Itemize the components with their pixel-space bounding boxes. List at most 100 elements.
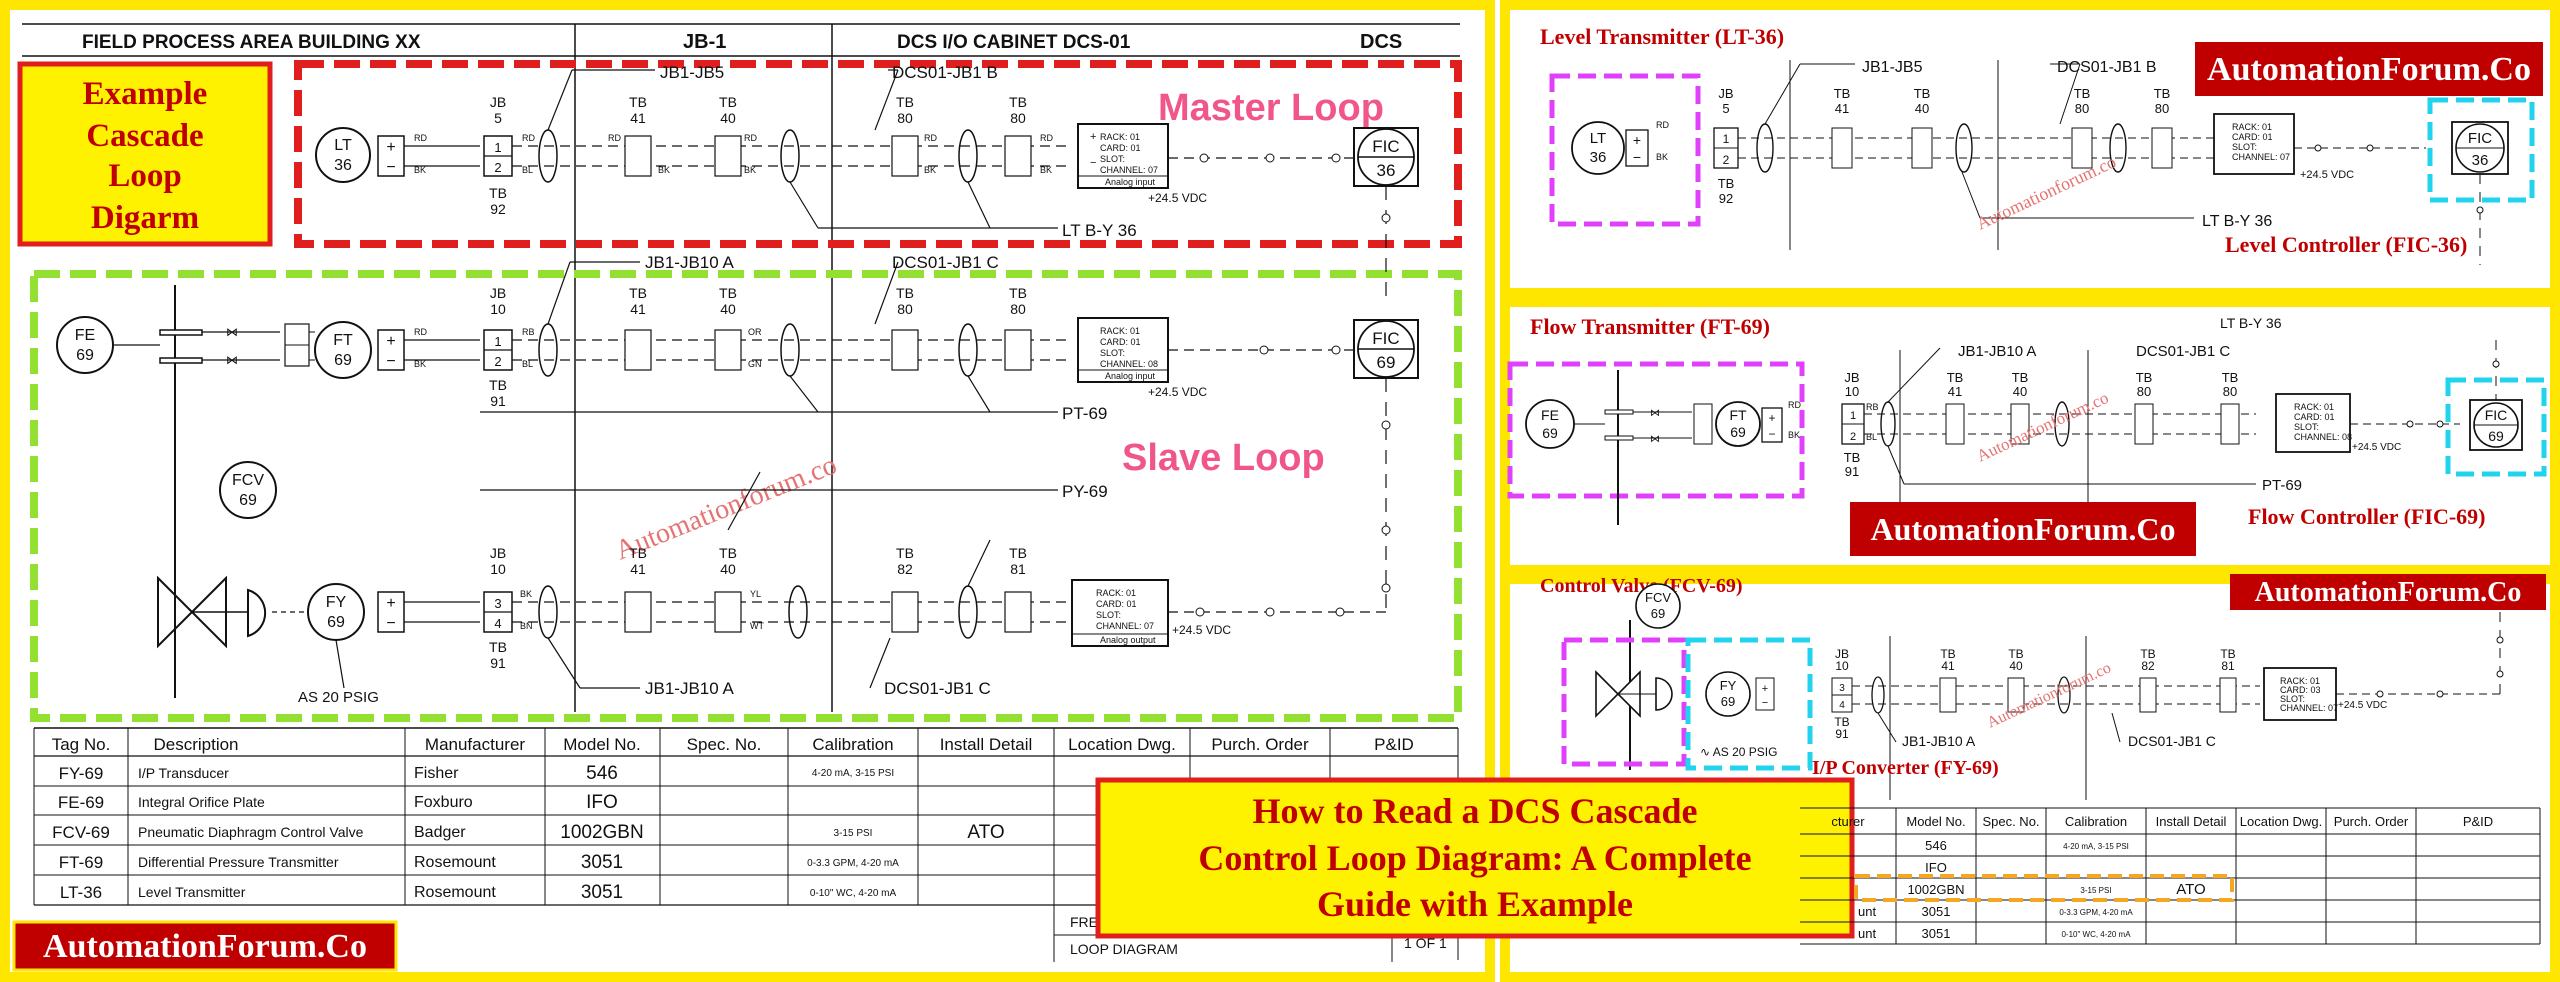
svg-text:2: 2 [1723, 153, 1730, 167]
ft-tag: FT [333, 332, 353, 349]
svg-text:BN: BN [520, 621, 533, 631]
th-mfr: Manufacturer [425, 735, 525, 754]
title-line-2: Control Loop Diagram: A Complete [1198, 838, 1751, 878]
svg-text:69: 69 [2488, 428, 2504, 444]
panel3-brand: AutomationForum.Co [2255, 577, 2522, 608]
svg-text:RACK: 01: RACK: 01 [2232, 122, 2272, 132]
svg-text:TB: TB [1947, 370, 1964, 385]
flow-jb-ref: JB1-JB10 A [645, 253, 734, 272]
svg-text:JB: JB [1835, 647, 1849, 661]
svg-text:CARD: 01: CARD: 01 [2294, 412, 2335, 422]
svg-text:TB: TB [1834, 86, 1851, 101]
table-cell: FE-69 [58, 793, 104, 812]
svg-text:TB: TB [1844, 450, 1861, 465]
p3-cell: 546 [1925, 838, 1947, 853]
svg-text:10: 10 [1845, 384, 1859, 399]
vtb40-num: 40 [720, 561, 736, 577]
valve-vdc: +24.5 VDC [1172, 623, 1231, 637]
panel2-brand-badge [1850, 502, 2196, 556]
svg-text:JB1-JB5: JB1-JB5 [1862, 59, 1923, 76]
table-cell: Pneumatic Diaphragm Control Valve [138, 824, 364, 840]
master-loop-box [294, 60, 1462, 248]
svg-text:∿ AS 20 PSIG: ∿ AS 20 PSIG [1700, 745, 1777, 759]
svg-text:CARD: 01: CARD: 01 [2232, 132, 2273, 142]
svg-text:RB: RB [1866, 402, 1879, 412]
svg-text:Automationforum.co: Automationforum.co [1985, 659, 2114, 731]
vtb-label: TB [489, 639, 507, 655]
flow-tb41-label: TB [629, 285, 647, 301]
lt-tag: LT [334, 137, 352, 154]
frack-2: CARD: 01 [1100, 337, 1141, 347]
frack-1: RACK: 01 [1100, 326, 1140, 336]
frack-4: CHANNEL: 08 [1100, 359, 1158, 369]
svg-text:−: − [386, 353, 395, 370]
fy-highlight [1685, 637, 1813, 771]
p3-th: Calibration [2065, 814, 2127, 829]
svg-text:1: 1 [494, 140, 501, 155]
svg-text:FIC: FIC [2468, 130, 2492, 147]
table-cell: Integral Orifice Plate [138, 794, 265, 810]
ft-69-bubble [314, 321, 372, 379]
vrack-1: RACK: 01 [1096, 588, 1136, 598]
svg-text:40: 40 [2009, 659, 2023, 673]
svg-text:FY: FY [1720, 678, 1737, 693]
svg-text:SLOT:: SLOT: [2280, 694, 2305, 704]
svg-text:Automationforum.co: Automationforum.co [1973, 151, 2119, 233]
svg-text:+: + [386, 333, 395, 350]
svg-text:1: 1 [1850, 410, 1856, 422]
th-cal: Calibration [812, 735, 893, 754]
svg-text:TB: TB [2140, 647, 2155, 661]
panel3-label: Control Valve (FCV-69) [1540, 575, 1743, 597]
table-cell: 3051 [581, 852, 623, 873]
svg-text:CHANNEL: 07: CHANNEL: 07 [2280, 703, 2338, 713]
p3-cell: ATO [2176, 881, 2205, 898]
example-line-1: Example [83, 76, 208, 112]
svg-text:FE: FE [1541, 407, 1559, 423]
lt-36-bubble [315, 127, 371, 183]
frack-5: Analog input [1105, 371, 1156, 381]
panel3-converter: I/P Converter (FY-69) [1812, 757, 1999, 779]
tb80a-label: TB [896, 94, 914, 110]
fe-num: 69 [76, 347, 94, 364]
panel-level-transmitter: Level Transmitter (LT-36) AutomationForu… [1540, 24, 2543, 265]
th-desc: Description [153, 735, 238, 754]
p3-cell: 4-20 mA, 3-15 PSI [2063, 842, 2129, 851]
svg-text:40: 40 [2013, 384, 2027, 399]
svg-text:69: 69 [1730, 424, 1746, 440]
svg-text:+: + [1768, 411, 1775, 425]
svg-text:BK: BK [1656, 152, 1668, 162]
table-cell: 3-15 PSI [834, 828, 873, 839]
svg-text:LT B-Y 36: LT B-Y 36 [2202, 213, 2272, 230]
svg-text:BK: BK [924, 165, 936, 175]
svg-text:CHANNEL: 07: CHANNEL: 07 [2232, 152, 2290, 162]
th-install: Install Detail [940, 735, 1033, 754]
brand-badge [12, 920, 398, 972]
svg-text:80: 80 [2223, 384, 2237, 399]
fic69-num: 69 [1377, 353, 1396, 372]
table-cell: Foxburo [414, 794, 473, 811]
actuator-icon [247, 588, 267, 638]
table-cell: IFO [586, 792, 618, 813]
fic36-num: 36 [1377, 161, 1396, 180]
svg-text:BL: BL [522, 165, 533, 175]
panel3-brand-badge [2230, 574, 2546, 610]
vtb40-label: TB [719, 545, 737, 561]
svg-text:TB: TB [2008, 647, 2023, 661]
table-cell: 0-3.3 GPM, 4-20 mA [807, 858, 899, 869]
p3-cell: IFO [1925, 860, 1947, 875]
table-cell: 3051 [581, 882, 623, 903]
master-dcs-ref: DCS01-JB1 B [892, 63, 998, 82]
table-cell: Rosemount [414, 884, 496, 901]
flow-tb80a-num: 80 [897, 301, 913, 317]
svg-text:OR: OR [748, 327, 762, 337]
svg-text:RD: RD [414, 327, 427, 337]
svg-text:CHANNEL: 08: CHANNEL: 08 [2294, 432, 2352, 442]
svg-text:69: 69 [1651, 606, 1665, 621]
svg-text:RACK: 01: RACK: 01 [2280, 676, 2320, 686]
svg-text:92: 92 [1719, 191, 1733, 206]
svg-text:BK: BK [414, 165, 426, 175]
flow-vdc: +24.5 VDC [1148, 385, 1207, 399]
svg-text:RD: RD [608, 133, 621, 143]
fic69-highlight [2445, 377, 2547, 477]
